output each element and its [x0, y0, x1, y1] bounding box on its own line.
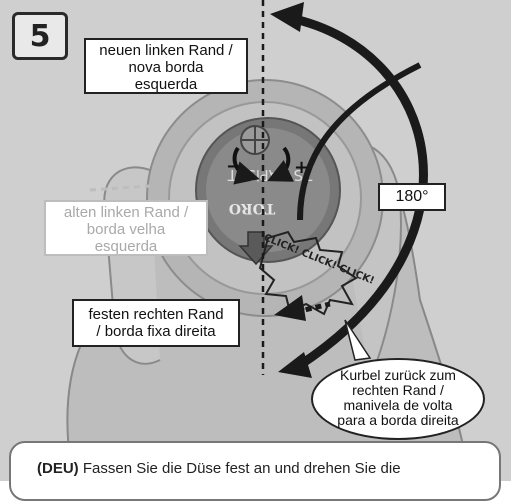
angle-label: 180° [378, 183, 446, 211]
callout-fixed-right-edge: festen rechten Rand / borda fixa direita [72, 299, 240, 347]
return-line4: para a borda direita [313, 413, 483, 428]
instruction-box: (DEU) Fassen Sie die Düse fest an und dr… [9, 441, 501, 501]
new-edge-line1: neuen linken Rand / [86, 42, 246, 59]
language-tag: (DEU) [37, 460, 79, 477]
callout-new-left-edge: neuen linken Rand / nova borda esquerda [84, 38, 248, 94]
arc-arrowhead-top [270, 2, 304, 32]
callout-old-left-edge: alten linken Rand / borda velha esquerda [44, 200, 208, 256]
illustration-panel: TS RAPiSET TORO CLICK! CLICK! CLICK! − +… [0, 0, 511, 481]
minus-sign: − [226, 156, 241, 177]
instruction-text: Fassen Sie die Düse fest an und drehen S… [83, 460, 401, 477]
new-edge-line2: nova borda [86, 59, 246, 76]
toro-logo: TORO [229, 200, 275, 216]
new-edge-line3: esquerda [86, 76, 246, 93]
return-line1: Kurbel zurück zum [313, 368, 483, 383]
return-line3: manivela de volta [313, 398, 483, 413]
old-edge-line3: esquerda [46, 238, 206, 255]
old-edge-line1: alten linken Rand / [46, 204, 206, 221]
fixed-edge-line1: festen rechten Rand [74, 306, 238, 323]
old-edge-line2: borda velha [46, 221, 206, 238]
fixed-edge-line2: / borda fixa direita [74, 323, 238, 340]
return-speech-bubble: Kurbel zurück zum rechten Rand / manivel… [311, 358, 485, 440]
step-number-badge: 5 [12, 12, 68, 60]
return-line2: rechten Rand / [313, 383, 483, 398]
plus-sign: + [294, 157, 309, 178]
